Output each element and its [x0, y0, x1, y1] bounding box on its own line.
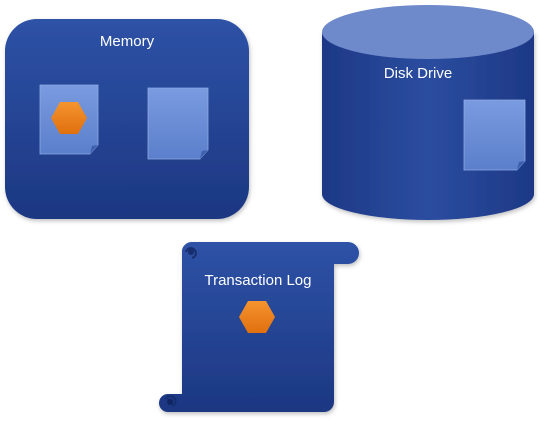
disk-drive-label: Disk Drive	[384, 65, 452, 82]
memory-container	[5, 19, 249, 219]
hexagon-icon	[239, 301, 275, 333]
hexagon-icon	[51, 102, 87, 134]
scroll-bottom-curl-dot	[167, 399, 173, 405]
memory-page-with-record	[39, 84, 99, 155]
page-fold	[200, 150, 208, 159]
memory-empty-page	[147, 87, 209, 160]
scroll-top-curl	[185, 247, 197, 259]
document-page-icon	[147, 87, 209, 160]
disk-drive-page	[463, 99, 526, 171]
page-fold	[517, 161, 525, 170]
transaction-log-block: Transaction Log	[159, 241, 359, 412]
scroll-top-curl-dot	[188, 249, 194, 255]
disk-drive-cylinder-body	[322, 32, 534, 220]
disk-drive-block: Disk Drive	[322, 5, 534, 220]
memory-block: Memory	[5, 19, 249, 219]
memory-label: Memory	[100, 33, 155, 50]
scroll-bottom-curl	[165, 395, 177, 407]
disk-drive-cylinder-top	[322, 5, 534, 59]
document-page-icon	[463, 99, 526, 171]
transaction-log-label: Transaction Log	[204, 272, 311, 289]
page-fold	[90, 145, 98, 154]
